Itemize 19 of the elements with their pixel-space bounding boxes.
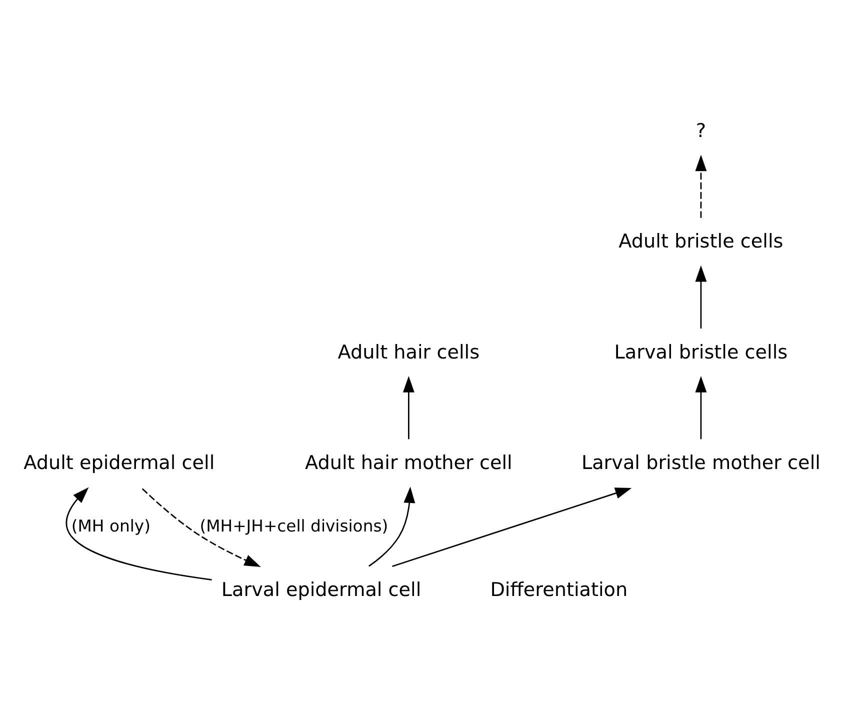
node-text: Larval epidermal cell [221,578,422,602]
node-text: Adult epidermal cell [24,450,215,474]
node-text: Adult hair mother cell [304,450,512,474]
node-text: Adult hair cells [338,340,480,364]
node-text: Adult bristle cells [618,230,784,253]
edge-label: (MH only) [71,516,150,536]
node-text: Larval bristle mother cell [581,450,820,474]
node-text: ? [696,119,706,142]
arrow [402,376,414,440]
arrow [392,488,632,567]
arrow [695,376,707,440]
arrow [695,265,707,329]
arrow [368,486,416,567]
edge-label: (MH+JH+cell divisions) [200,516,388,536]
arrow [142,488,261,567]
node-text: Larval bristle cells [614,340,788,364]
arrow [695,154,707,218]
arrow [66,487,212,580]
label: Differentiation [490,578,628,602]
